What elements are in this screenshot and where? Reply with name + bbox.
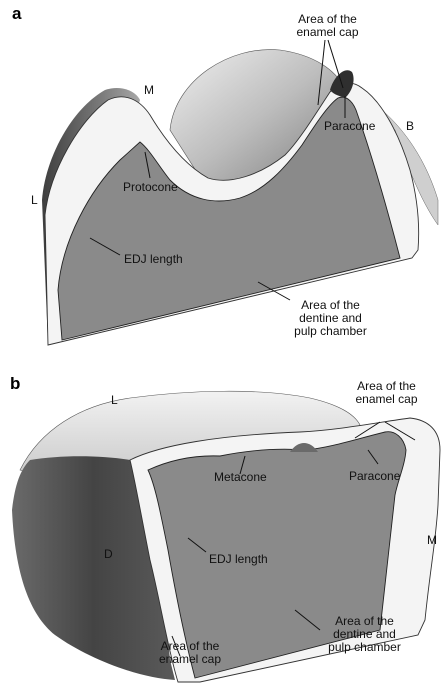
panel-a-label-enamel-cap: Area of the enamel cap <box>290 13 365 39</box>
panel-b-label-metacone: Metacone <box>214 471 267 484</box>
panel-a: a <box>0 0 445 350</box>
panel-b-label-paracone: Paracone <box>349 470 400 483</box>
panel-a-tooth-illustration <box>0 0 445 350</box>
panel-b-label-m: M <box>427 534 437 547</box>
panel-b-label-enamel-cap-top: Area of the enamel cap <box>349 380 424 406</box>
panel-b-label-edj: EDJ length <box>209 553 268 566</box>
panel-a-label-paracone: Paracone <box>324 120 375 133</box>
panel-a-label-m: M <box>144 84 154 97</box>
panel-a-label-edj: EDJ length <box>124 253 183 266</box>
panel-a-label-b: B <box>406 120 414 133</box>
panel-a-label-protocone: Protocone <box>123 181 178 194</box>
panel-b-label-dentine: Area of the dentine and pulp chamber <box>312 615 417 654</box>
panel-b-label-enamel-cap-bottom: Area of the enamel cap <box>150 640 230 666</box>
panel-b: b <box>0 360 445 684</box>
panel-b-label-l: L <box>111 394 118 407</box>
panel-a-label-l: L <box>31 194 38 207</box>
panel-b-label-d: D <box>104 548 113 561</box>
panel-a-label-dentine: Area of the dentine and pulp chamber <box>278 299 383 338</box>
